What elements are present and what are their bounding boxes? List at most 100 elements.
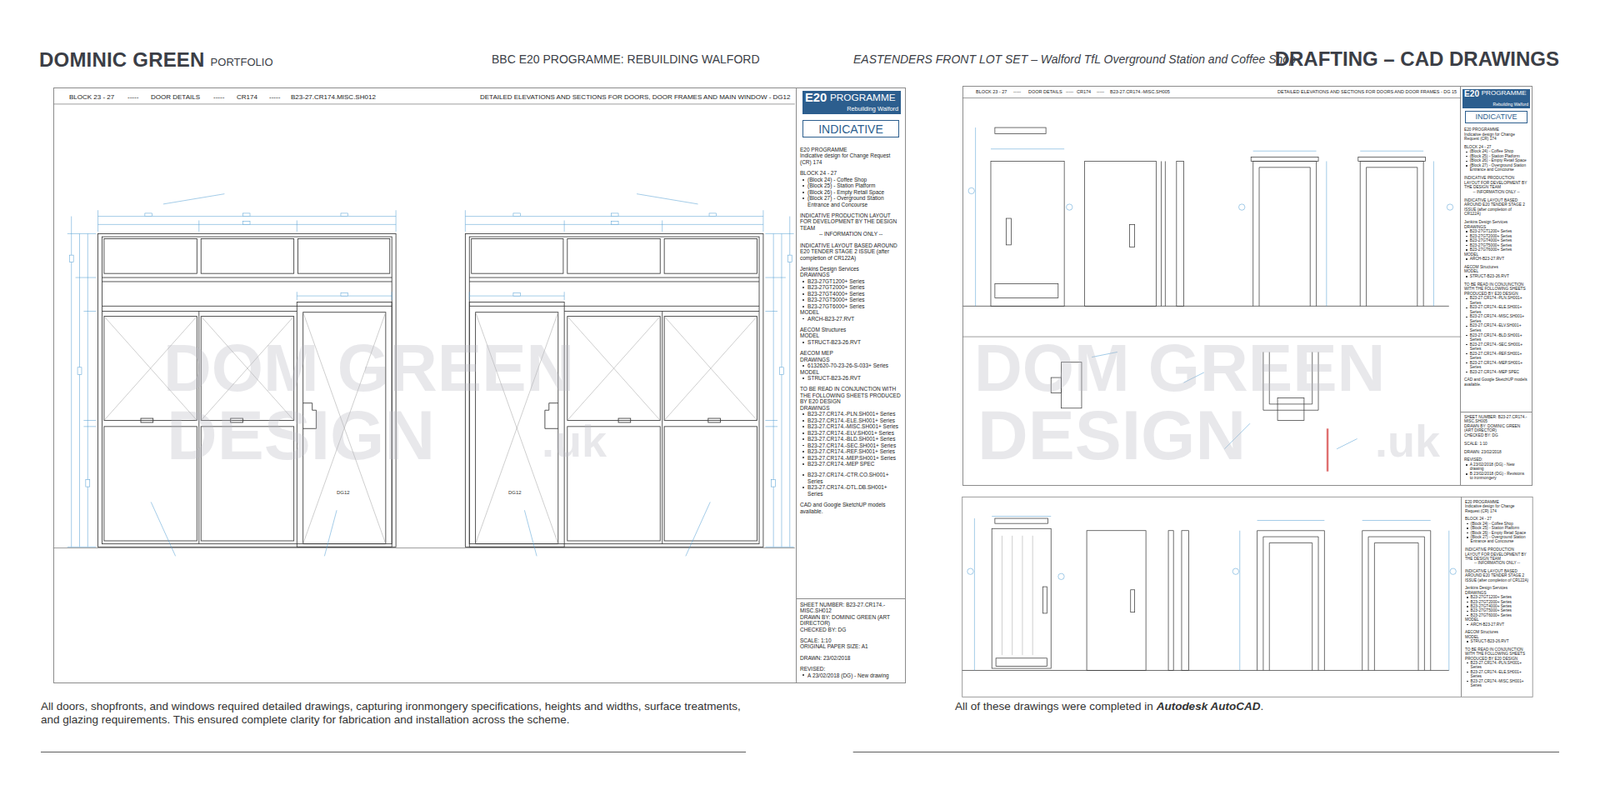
label: DRAFTING – CAD DRAWINGS <box>1275 48 1560 70</box>
elevation-drawing <box>391 291 393 300</box>
note-text: B23-27.CR174.-REF.SH001+ Series <box>800 448 902 455</box>
status-box: INDICATIVE <box>802 120 900 138</box>
elevation-drawing <box>242 213 250 217</box>
note-text: B23-27.CR174.-ELE.SH001+ Series <box>1464 305 1529 315</box>
dimension-lines <box>1232 568 1239 575</box>
door-elevations <box>1042 586 1047 614</box>
note-text: (Block 24) - Coffee Shop <box>1465 521 1530 526</box>
note-text: INDICATIVE PRODUCTION LAYOUT FOR DEVELOP… <box>800 212 902 231</box>
note-text: ARCH-B23-27.RVT <box>800 315 902 322</box>
door-elevations <box>1165 160 1166 306</box>
note-text: E20 PROGRAMME <box>1465 500 1530 505</box>
dimension-lines <box>1446 204 1453 210</box>
note-text: B23-27.CR174.-PLN.SH001+ Series <box>800 410 902 417</box>
note-text: DRAWN: 23/02/2018 <box>1464 450 1529 455</box>
title-block: E20 PROGRAMMEIndicative design for Chang… <box>795 88 905 683</box>
logo-word: PROGRAMME <box>830 92 896 104</box>
elevation-drawing <box>97 210 99 232</box>
door-elevations <box>962 670 1450 671</box>
dimension-lines <box>1360 150 1424 152</box>
note-text: B23-27.CR174.-BLD.SH001+ Series <box>1464 333 1529 343</box>
note-text: AECOM Structures <box>1465 630 1530 635</box>
elevation-drawing <box>104 239 197 275</box>
note-text: REVISED: <box>800 665 902 672</box>
note-text: B23-27GT6000+ Series <box>800 303 902 310</box>
elevation-drawing <box>69 255 74 263</box>
sheet-header-text: CR174 <box>1076 89 1091 95</box>
door-planks <box>1001 535 1033 655</box>
elevation-drawing <box>101 305 392 307</box>
status-text: INDICATIVE <box>818 123 884 135</box>
sheet-header-text: B23-27.CR174.MISC.SH012 <box>290 93 376 101</box>
logo-word: PROGRAMME <box>1481 90 1527 98</box>
note-text: MODEL <box>1464 269 1529 275</box>
door-elevations <box>995 283 1059 298</box>
note-text: DRAWINGS <box>800 271 902 278</box>
door-elevations <box>1253 160 1317 306</box>
note-text: INDICATIVE LAYOUT BASED AROUND E20 TENDE… <box>800 242 902 261</box>
note-text: SHEET NUMBER: B23-27.CR174.-MISC.SH012 <box>800 601 902 615</box>
elevation-drawing <box>101 277 392 279</box>
door-elevations <box>1257 530 1325 671</box>
sheet-header-text: CR174 <box>236 93 258 101</box>
note-text: (Block 24) - Coffee Shop <box>800 176 902 183</box>
note-text: INDICATIVE LAYOUT BASED AROUND E20 TENDE… <box>1464 198 1529 217</box>
note-text: -- INFORMATION ONLY -- <box>1464 190 1529 195</box>
sheet-header-text: ----- <box>1013 89 1021 95</box>
note-text: SCALE: 1:10 <box>1464 441 1529 447</box>
status-text: INDICATIVE <box>1475 113 1518 121</box>
dimension-lines <box>1336 439 1357 450</box>
dimension-lines <box>1058 573 1065 580</box>
label: PORTFOLIO <box>210 56 274 69</box>
dimension-lines <box>968 187 975 194</box>
sheet-lines <box>53 547 795 549</box>
sheet-header-text: BLOCK 23 - 27 <box>975 89 1007 95</box>
note-text: B23-27GT4000+ Series <box>800 290 902 297</box>
note-text: DRAWINGS <box>800 405 902 411</box>
dimension-lines <box>974 518 975 670</box>
door-elevations <box>1005 218 1011 245</box>
label: DG12 <box>508 490 522 496</box>
sheet-lines <box>962 496 1533 697</box>
note-text: MODEL <box>1464 252 1529 258</box>
elevation-drawing <box>145 213 153 217</box>
note-column: E20 PROGRAMMEIndicative design for Chang… <box>1465 500 1530 688</box>
door-elevations <box>962 127 1450 670</box>
note-text: Indicative design for Change Request (CR… <box>1464 132 1529 142</box>
dimension-lines <box>1257 520 1325 521</box>
note-text: B23-27GT5000+ Series <box>800 296 902 303</box>
elevation-drawing <box>83 420 96 421</box>
note-column: E20 PROGRAMMEIndicative design for Chang… <box>1464 127 1529 387</box>
caption-text: All of these drawings were completed in <box>955 700 1154 713</box>
note-text: A 23/02/2018 (DG) - New drawing <box>1464 462 1529 472</box>
watermark: DESIGN <box>166 396 435 474</box>
door-elevations <box>1130 224 1135 247</box>
caption-text: . <box>1260 700 1264 713</box>
door-elevations <box>995 127 1046 134</box>
sheet-header-text: DOOR DETAILS <box>150 93 200 101</box>
watermark: .uk <box>1375 416 1440 466</box>
dimension-lines <box>1450 568 1456 575</box>
note-text: DRAWN BY: DOMINIC GREEN (ART DIRECTOR) <box>1464 424 1529 434</box>
note-text: Jenkins Design Services <box>1465 585 1530 590</box>
elevation-drawing <box>70 216 72 548</box>
sheet-header-text: B23-27.CR174.-MISC.SH005 <box>1110 89 1170 95</box>
note-text: INDICATIVE PRODUCTION LAYOUT FOR DEVELOP… <box>1464 175 1529 190</box>
door-elevations <box>1160 160 1162 306</box>
page-rule <box>40 751 1560 753</box>
elevation-drawing <box>83 425 96 427</box>
door-elevations <box>1358 157 1426 162</box>
watermark: DOM GREEN <box>163 331 575 405</box>
elevation-drawing <box>150 501 175 556</box>
note-text: MODEL <box>800 369 902 375</box>
note-text: -- INFORMATION ONLY -- <box>800 230 902 237</box>
note-text: B23-27GT2000+ Series <box>800 284 902 290</box>
sheet-header-text: DETAILED ELEVATIONS AND SECTIONS FOR DOO… <box>1277 89 1457 95</box>
note-text: B23-27.CR174.-SEC.SH001+ Series <box>1464 342 1529 352</box>
note-text: STRUCT-B23-26.RVT <box>800 339 902 345</box>
note-text: B23-27.CR174.-MISC.SH001+ Series <box>1465 679 1530 689</box>
page-rule <box>40 751 746 753</box>
note-text: (Block 25) - Station Platform <box>1464 154 1529 160</box>
note-text: (Block 26) - Empty Retail Space <box>1464 158 1529 164</box>
